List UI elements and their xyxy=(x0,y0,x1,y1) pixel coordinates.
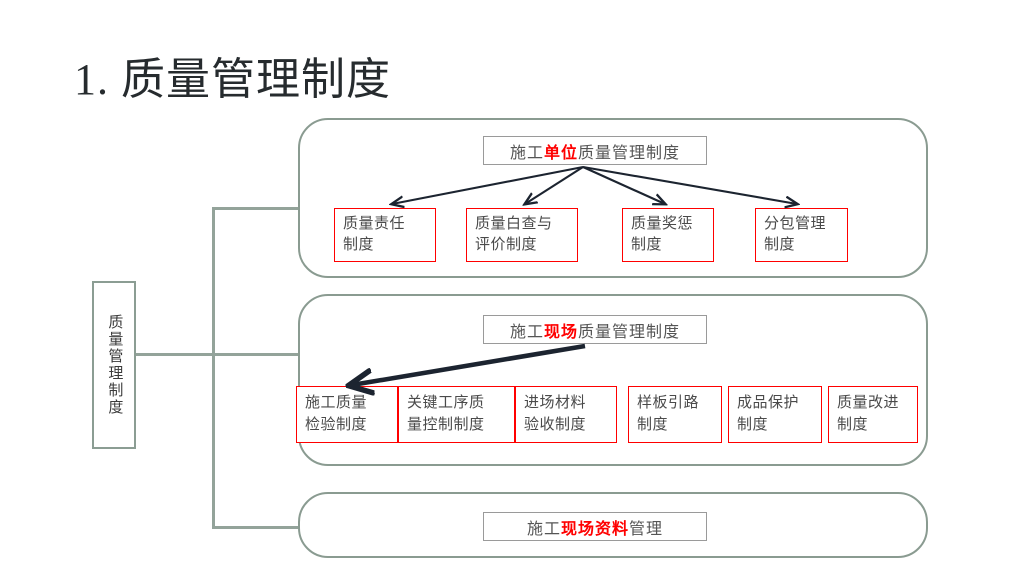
group-header-records-emphasis: 现场资料 xyxy=(560,520,629,538)
leaf-box-key-process-quality-control[interactable]: 关键工序质 量控制制度 xyxy=(398,386,515,443)
connector-trunk xyxy=(212,207,215,529)
connector-branch-one xyxy=(212,207,300,210)
group-header-site-prefix: 施工 xyxy=(509,323,544,341)
page-title: 1. 质量管理制度 xyxy=(74,55,391,104)
leaf-line-2: 验收制度 xyxy=(524,416,587,433)
group-header-unit-emphasis: 单位 xyxy=(543,144,578,162)
leaf-line-2: 制度 xyxy=(764,237,796,253)
leaf-box-material-acceptance[interactable]: 进场材料 验收制度 xyxy=(515,386,617,443)
root-node-label: 质量管理制度 xyxy=(106,314,123,416)
leaf-box-reward-penalty[interactable]: 质量奖惩 制度 xyxy=(622,208,714,262)
root-node-box[interactable]: 质量管理制度 xyxy=(92,281,136,449)
leaf-line-2: 制度 xyxy=(737,416,769,433)
group-header-site-records[interactable]: 施工现场资料管理 xyxy=(483,512,707,541)
leaf-line-1: 关键工序质 xyxy=(407,395,485,412)
group-header-unit[interactable]: 施工单位质量管理制度 xyxy=(483,136,707,165)
group-header-records-prefix: 施工 xyxy=(526,520,561,538)
connector-root-stem xyxy=(136,353,214,356)
leaf-line-1: 质量改进 xyxy=(837,395,900,412)
group-header-site[interactable]: 施工现场质量管理制度 xyxy=(483,315,707,344)
leaf-box-quality-improvement[interactable]: 质量改进 制度 xyxy=(828,386,918,443)
leaf-box-self-inspection-evaluation[interactable]: 质量白查与 评价制度 xyxy=(466,208,578,262)
leaf-box-quality-responsibility[interactable]: 质量责任 制度 xyxy=(334,208,436,262)
leaf-box-subcontract-management[interactable]: 分包管理 制度 xyxy=(755,208,848,262)
leaf-box-finished-product-protection[interactable]: 成品保护 制度 xyxy=(728,386,822,443)
leaf-line-2: 检验制度 xyxy=(305,416,368,433)
leaf-box-sample-guidance[interactable]: 样板引路 制度 xyxy=(628,386,722,443)
connector-branch-three xyxy=(212,526,300,529)
leaf-line-1: 质量责任 xyxy=(343,215,406,232)
leaf-line-2: 制度 xyxy=(837,416,869,433)
connector-branch-two xyxy=(212,353,300,356)
leaf-line-2: 量控制制度 xyxy=(407,416,485,433)
leaf-line-1: 质量奖惩 xyxy=(631,215,694,232)
group-header-records-suffix: 管理 xyxy=(629,520,664,538)
leaf-line-1: 成品保护 xyxy=(737,395,800,412)
leaf-line-1: 分包管理 xyxy=(764,215,827,232)
leaf-line-2: 评价制度 xyxy=(475,237,538,253)
group-header-site-emphasis: 现场 xyxy=(543,323,578,341)
leaf-line-1: 质量白查与 xyxy=(475,215,553,232)
group-header-unit-suffix: 质量管理制度 xyxy=(578,144,681,162)
group-header-unit-prefix: 施工 xyxy=(509,144,544,162)
leaf-box-construction-quality-inspection[interactable]: 施工质量 检验制度 xyxy=(296,386,398,443)
leaf-line-1: 样板引路 xyxy=(637,395,700,412)
leaf-line-1: 进场材料 xyxy=(524,395,587,412)
leaf-line-2: 制度 xyxy=(631,237,663,253)
leaf-line-2: 制度 xyxy=(637,416,669,433)
group-header-site-suffix: 质量管理制度 xyxy=(578,323,681,341)
leaf-line-1: 施工质量 xyxy=(305,395,368,412)
leaf-line-2: 制度 xyxy=(343,237,375,253)
